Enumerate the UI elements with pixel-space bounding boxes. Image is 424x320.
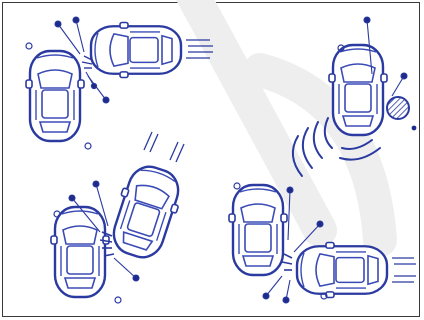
motion-lines [186,40,213,58]
car-icon [51,207,109,297]
motion-lines [144,132,184,162]
obstacle-ball-icon [387,97,409,119]
car-icon [229,185,287,275]
scene-corner-to-side [229,183,416,303]
car-icon [26,51,84,141]
car-icon [297,242,387,297]
scene-sensor-detection [293,17,417,176]
car-icon [105,160,188,264]
scene-front-to-side [26,17,213,149]
motion-lines [392,258,416,282]
scene-side-swipe [51,132,187,303]
car-icon [91,22,181,77]
car-icon [329,45,387,135]
